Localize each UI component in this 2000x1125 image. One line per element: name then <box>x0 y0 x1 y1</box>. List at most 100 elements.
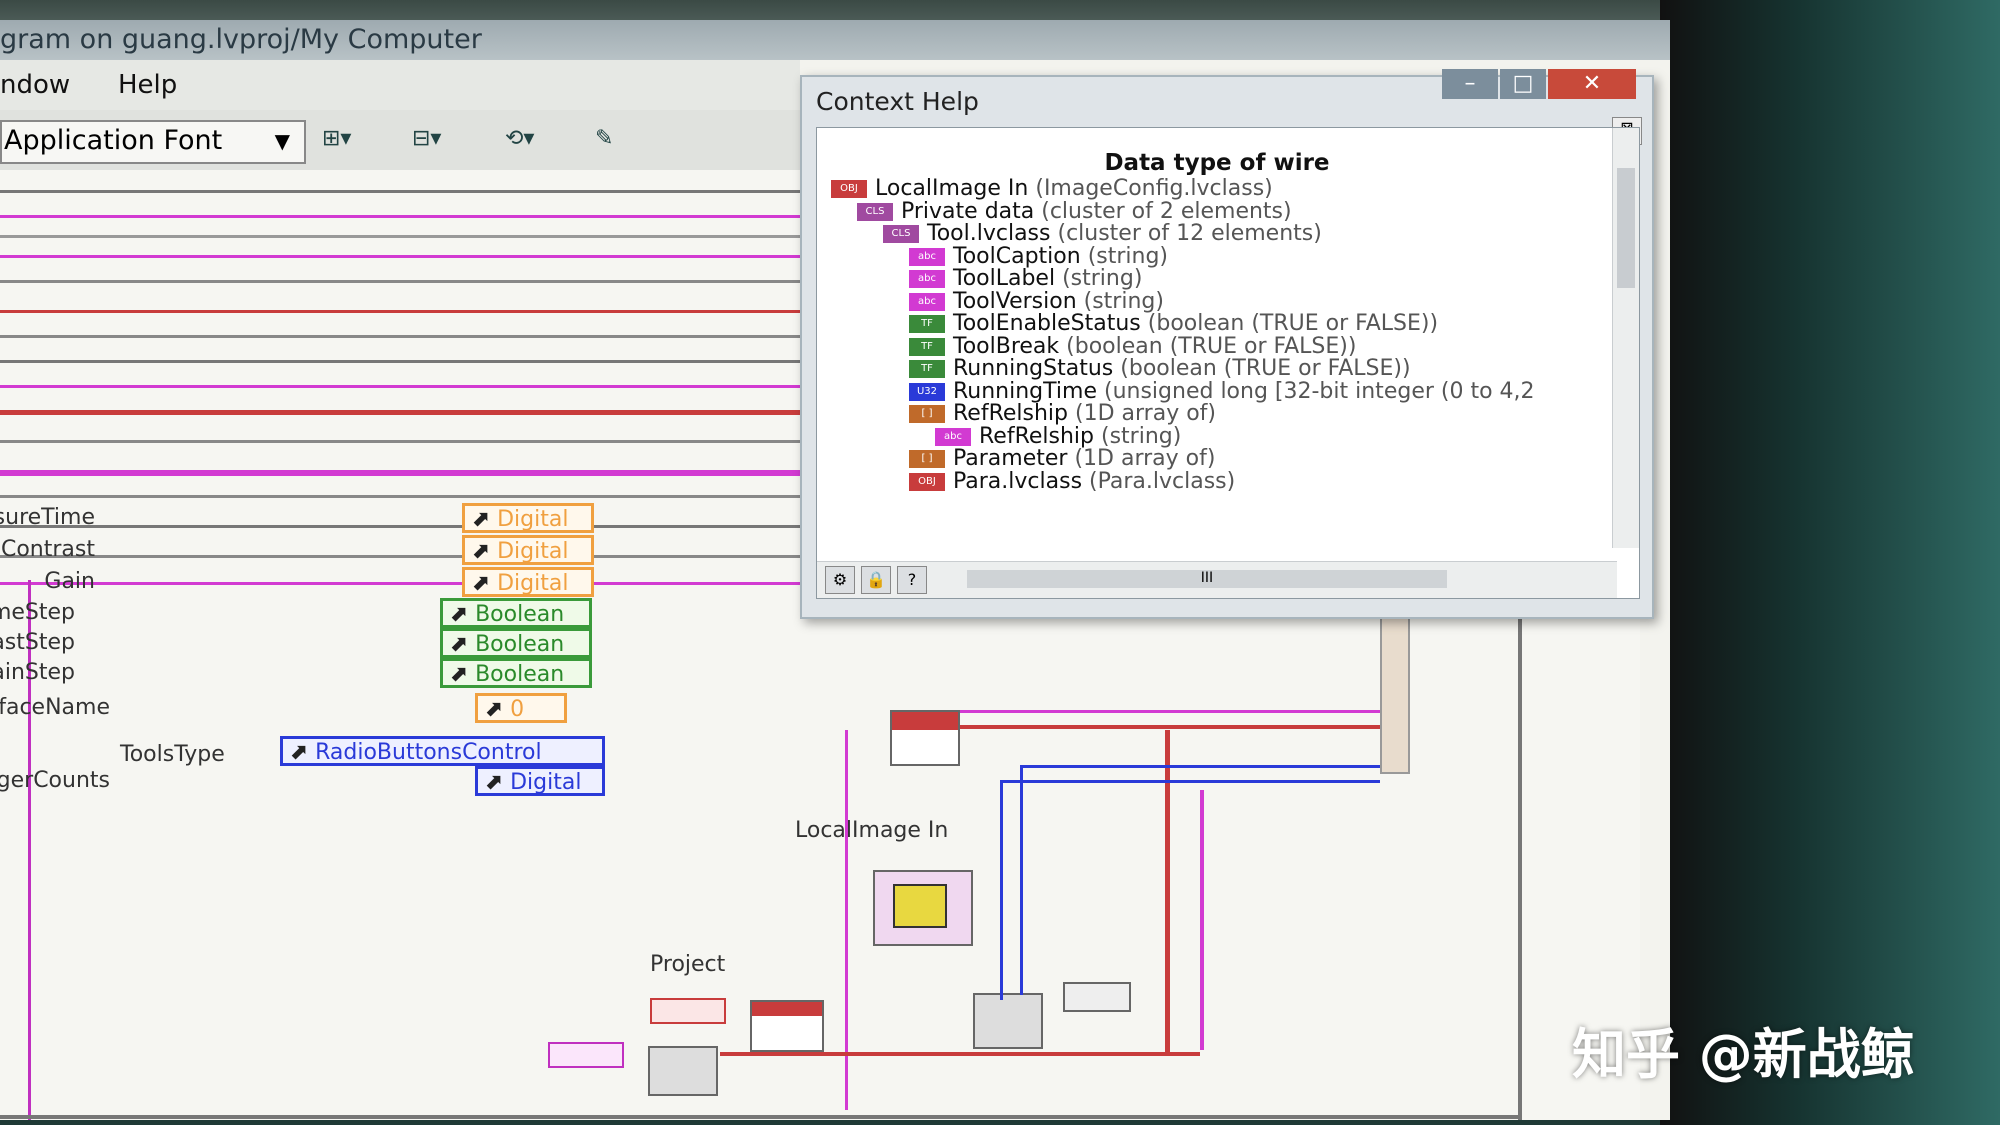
chevron-down-icon: ▼ <box>274 129 290 153</box>
type-icon: abc <box>909 292 945 311</box>
wire <box>0 215 800 218</box>
scroll-thumb[interactable] <box>1617 168 1635 288</box>
local-image-icon[interactable] <box>873 870 973 946</box>
terminal-arrow-icon: ⬈ <box>471 507 498 532</box>
control-terminal[interactable]: ⬈ Boolean <box>440 628 592 658</box>
minimize-button[interactable]: – <box>1442 69 1498 99</box>
type-icon: TF <box>909 315 945 333</box>
control-terminal[interactable]: ⬈ 0 <box>475 693 567 723</box>
vertical-scrollbar[interactable] <box>1612 128 1639 548</box>
wire <box>0 440 800 443</box>
type-icon: TF <box>909 337 945 356</box>
wire <box>0 582 1520 585</box>
terminal-arrow-icon: ⬈ <box>484 697 511 722</box>
wire <box>960 725 1380 729</box>
watermark: 知乎 @新战鲸 <box>1572 1023 1915 1086</box>
cleanup-diagram-icon[interactable]: ✎ <box>595 126 614 151</box>
control-terminal[interactable]: ⬈ RadioButtonsControl <box>280 736 605 766</box>
method-node[interactable] <box>750 1000 824 1052</box>
control-label: GainStep <box>0 660 75 685</box>
horizontal-scrollbar[interactable]: ⚙ 🔒 ? III <box>817 561 1617 598</box>
control-value: Digital <box>497 507 569 532</box>
wire <box>0 360 800 363</box>
control-terminal[interactable]: ⬈ Digital <box>462 503 594 533</box>
control-value: Boolean <box>475 662 565 687</box>
row-type: (string) <box>1062 266 1143 291</box>
row-type: (boolean (TRUE or FALSE)) <box>1120 356 1411 381</box>
font-select[interactable]: Application Font ▼ <box>0 120 306 164</box>
row-name: RunningTime <box>953 378 1097 404</box>
wire <box>0 470 800 476</box>
wire <box>0 555 800 558</box>
type-icon: abc <box>909 247 945 266</box>
distribute-objects-icon[interactable]: ⊟▾ <box>412 126 442 151</box>
lock-help-icon[interactable]: 🔒 <box>861 566 891 594</box>
control-terminal[interactable]: ⬈ Digital <box>462 567 594 597</box>
type-icon: [ ] <box>909 405 945 423</box>
wire <box>1000 780 1380 783</box>
terminal-arrow-icon: ⬈ <box>471 539 498 564</box>
menu-help[interactable]: Help <box>118 70 178 100</box>
wire <box>0 280 800 283</box>
project-constant[interactable] <box>650 998 726 1024</box>
type-icon: abc <box>909 270 945 288</box>
invoke-node[interactable] <box>973 993 1043 1049</box>
window-title: gram on guang.lvproj/My Computer <box>0 24 482 55</box>
control-label: Gain <box>44 569 95 594</box>
local-image-label: LocalImage In <box>795 818 949 843</box>
bundle-node[interactable] <box>1380 590 1410 774</box>
detailed-help-icon[interactable]: ⚙ <box>825 566 855 594</box>
row-type: (1D array of) <box>1075 401 1216 426</box>
align-objects-icon[interactable]: ⊞▾ <box>322 126 352 151</box>
string-constant[interactable] <box>548 1042 624 1068</box>
control-terminal[interactable]: ⬈ Digital <box>462 535 594 565</box>
control-value: Digital <box>510 770 582 795</box>
unbundle-node[interactable] <box>890 710 960 766</box>
wire <box>0 495 800 498</box>
reorder-icon[interactable]: ⟲▾ <box>505 126 535 151</box>
maximize-button[interactable]: □ <box>1500 69 1546 99</box>
control-label: ExposureTimeStep <box>0 600 75 625</box>
control-label: CameraInterfaceName <box>0 695 110 720</box>
type-icon: OBJ <box>909 472 945 491</box>
row-type: (Para.lvclass) <box>1089 468 1236 494</box>
help-icon[interactable]: ? <box>897 566 927 594</box>
property-node[interactable] <box>1063 982 1131 1012</box>
structure-border <box>1518 580 1522 1120</box>
structure-border <box>0 1115 1520 1119</box>
control-terminal[interactable]: ⬈ Digital <box>475 766 605 796</box>
control-label: ToolsType <box>120 742 225 767</box>
control-terminal[interactable]: ⬈ Boolean <box>440 598 592 628</box>
type-icon: TF <box>909 360 945 378</box>
wire <box>1020 765 1380 768</box>
control-value: 0 <box>510 697 525 722</box>
row-name: RunningStatus <box>953 356 1114 381</box>
row-type: (boolean (TRUE or FALSE)) <box>1147 311 1439 336</box>
menu-window[interactable]: ndow <box>0 70 71 100</box>
row-name: RefRelship <box>979 423 1095 449</box>
wire <box>960 710 1380 713</box>
type-icon: abc <box>935 427 971 446</box>
title-bar: gram on guang.lvproj/My Computer <box>0 20 1670 60</box>
control-terminal[interactable]: ⬈ Boolean <box>440 658 592 688</box>
row-type: (1D array of) <box>1074 446 1216 471</box>
row-name: ToolVersion <box>953 288 1077 314</box>
close-button[interactable]: ✕ <box>1548 69 1636 99</box>
wire <box>845 730 848 1110</box>
help-row: [ ]RefRelship (1D array of) <box>909 401 1216 426</box>
labview-screen: gram on guang.lvproj/My Computer ndow He… <box>0 20 1670 1120</box>
sub-vi-icon[interactable] <box>648 1046 718 1096</box>
h-scroll-thumb[interactable]: III <box>967 570 1447 588</box>
menu-bar: ndow Help <box>0 60 800 110</box>
wire <box>0 525 800 528</box>
wire <box>1200 790 1204 1050</box>
wire <box>0 310 800 313</box>
